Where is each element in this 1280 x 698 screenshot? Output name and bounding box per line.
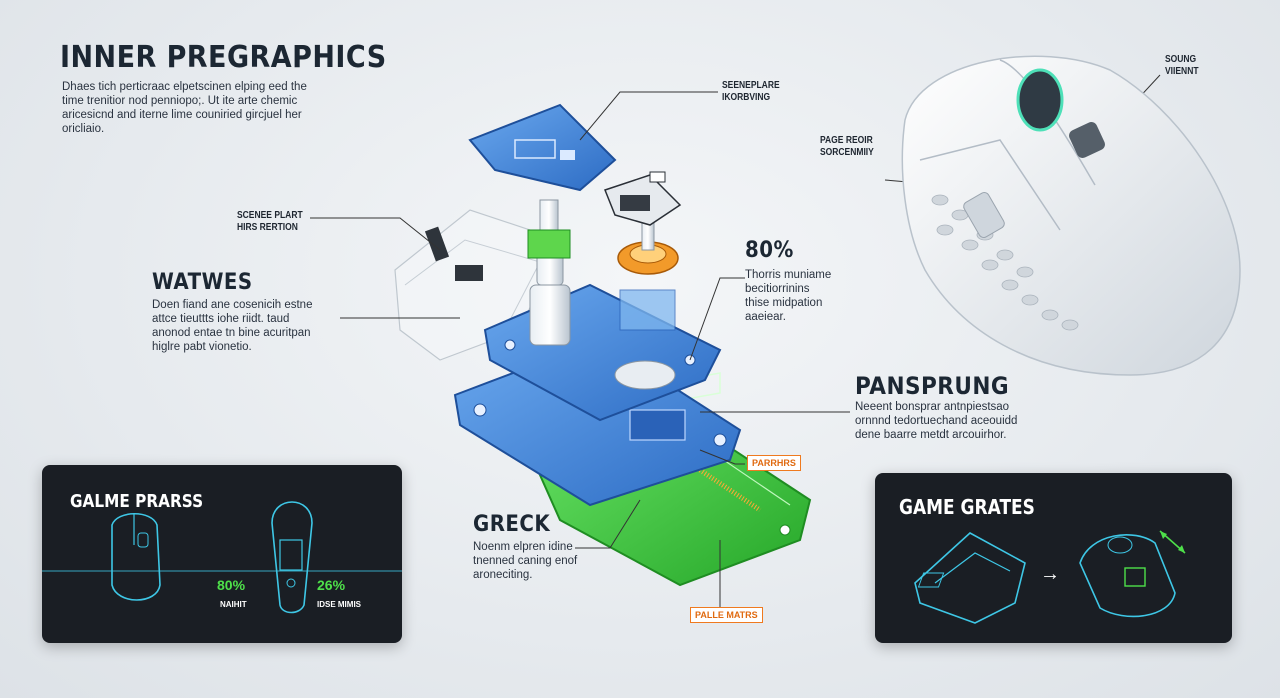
side-grip-texture xyxy=(931,194,1079,331)
pansprung-line: Neeent bonsprar antnpiestsao xyxy=(855,401,1010,413)
callout-top-center: SEENEPLARE IKORBVING xyxy=(722,80,780,104)
stat-80-line: becitiorrinins xyxy=(745,283,810,295)
intro-line: aricesicnd and iterne lime couniried gir… xyxy=(62,109,302,121)
tag-parrhrs: PARRHRS xyxy=(747,455,801,471)
pansprung-title: PANSPRUNG xyxy=(855,372,1010,400)
stat-80-value: 80% xyxy=(745,238,794,263)
panel-stat1-label: NAIHIT xyxy=(220,600,247,609)
intro-text: Dhaes tich perticraac elpetscinen elping… xyxy=(62,80,362,136)
stat-80-line: thise midpation xyxy=(745,297,823,309)
panel-title: GALME PRARSS xyxy=(70,491,204,512)
panel-stat1-value: 80% xyxy=(217,577,246,593)
switch-parts xyxy=(424,171,682,281)
watwes-line: attce tieuttts iohe riidt. taud xyxy=(152,313,290,325)
callout-line: SEENEPLARE xyxy=(722,80,780,91)
page-title: INNER PREGRAPHICS xyxy=(60,40,387,75)
panel-stat2-label: IDSE MIMIS xyxy=(317,600,362,609)
callout-line: SOUNG xyxy=(1165,54,1197,65)
callout-top-right: SOUNG VIIENNT xyxy=(1165,54,1199,78)
watwes-line: anonod entae tn bine acuritpan xyxy=(152,327,311,339)
greck-line: aroneciting. xyxy=(473,569,533,581)
pansprung-line: dene baarre metdt arcouirhor. xyxy=(855,429,1007,441)
watwes-text: Doen fiand ane cosenicih estne attce tie… xyxy=(152,298,352,354)
panel-left-art xyxy=(42,501,402,614)
greck-title: GRECK xyxy=(473,512,551,537)
pansprung-text: Neeent bonsprar antnpiestsao ornnnd tedo… xyxy=(855,400,1075,442)
watwes-line: higlre pabt vionetio. xyxy=(152,341,252,353)
stat-80-text: Thorris muniame becitiorrinins thise mid… xyxy=(745,268,865,324)
callout-left-small: SCENEE PLART HIRS RERTION xyxy=(237,210,303,234)
stat-80-line: Thorris muniame xyxy=(745,269,832,281)
panel-game-grates: GAME GRATES → xyxy=(875,473,1232,643)
greck-text: Noenm elpren idine tnenned caning enof a… xyxy=(473,540,623,582)
callout-line: VIIENNT xyxy=(1165,66,1199,77)
callout-line: SCENEE PLART xyxy=(237,210,303,221)
arrow-icon: → xyxy=(1040,563,1060,585)
tag-palle-matrs: PALLE MATRS xyxy=(690,607,763,623)
top-blue-plate xyxy=(468,103,617,192)
panel-game-prarss: GALME PRARSS 80% NAIHIT 26% IDSE MIMIS xyxy=(42,465,402,643)
pansprung-line: ornnnd tedortuechand aceouidd xyxy=(855,415,1018,427)
callout-line: SORCENMIIY xyxy=(820,147,874,158)
watwes-title: WATWES xyxy=(152,270,253,295)
panel-right-art xyxy=(914,530,1186,624)
callout-line: HIRS RERTION xyxy=(237,222,298,233)
greck-line: Noenm elpren idine xyxy=(473,541,573,553)
intro-line: Dhaes tich perticraac elpetscinen elping… xyxy=(62,81,307,93)
panel-title: GAME GRATES xyxy=(899,495,1035,519)
intro-line: time trenitior nod penniopo;. Ut ite art… xyxy=(62,95,298,107)
callout-mouse-right: PAGE REOIR SORCENMIIY xyxy=(820,135,874,159)
intro-line: oricliaio. xyxy=(62,123,105,135)
watwes-line: Doen fiand ane cosenicih estne xyxy=(152,299,313,311)
panel-stat2-value: 26% xyxy=(317,577,346,593)
scroll-assembly xyxy=(527,199,679,390)
callout-line: IKORBVING xyxy=(722,92,771,103)
stat-80-line: aaeiear. xyxy=(745,311,786,323)
greck-line: tnenned caning enof xyxy=(473,555,578,567)
gaming-mouse-render xyxy=(901,55,1241,376)
callout-line: PAGE REOIR xyxy=(820,135,873,146)
